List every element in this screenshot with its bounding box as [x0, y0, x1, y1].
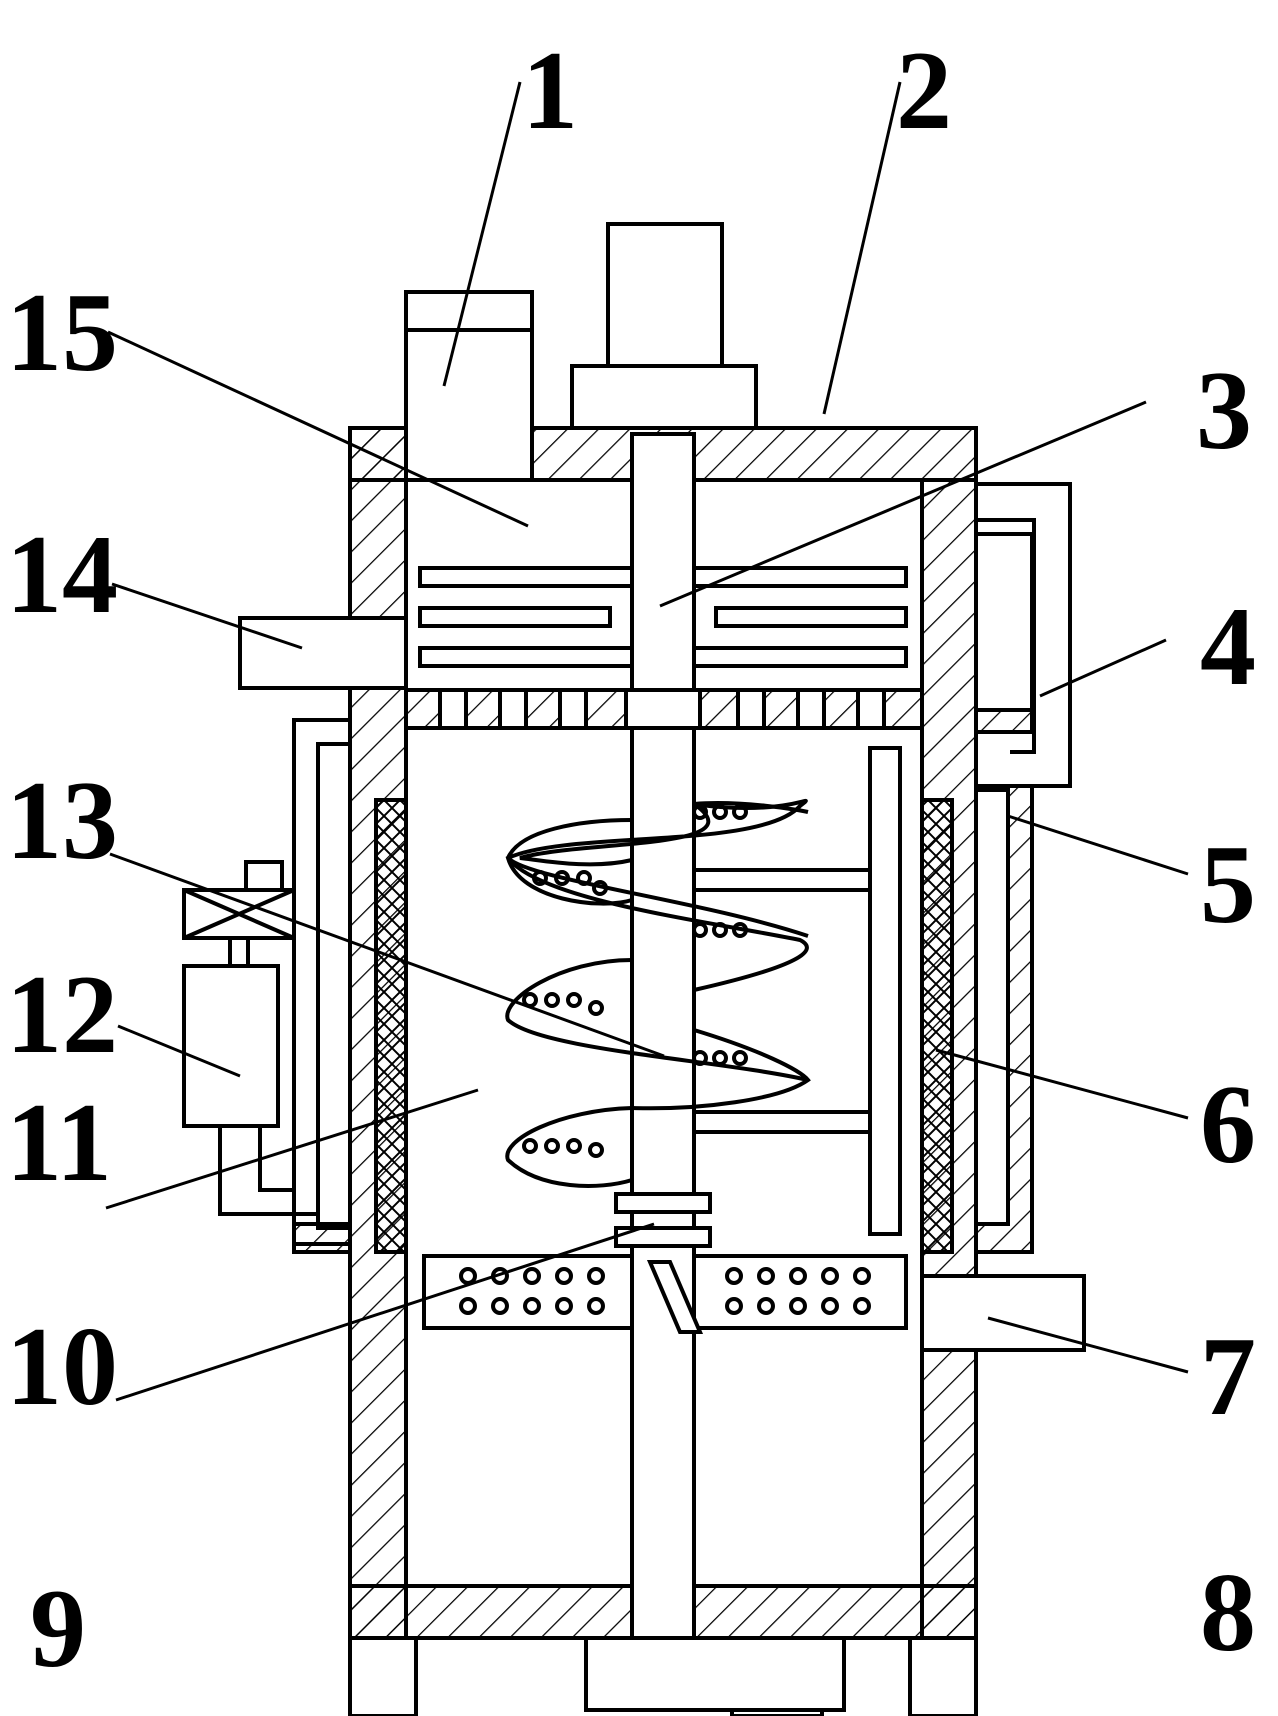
feed-pipe	[404, 290, 534, 482]
label-1: 1	[522, 29, 578, 153]
ribbon-holes	[522, 804, 748, 1158]
label-5: 5	[1200, 823, 1256, 947]
label-11: 11	[6, 1081, 112, 1205]
label-7: 7	[1200, 1315, 1256, 1439]
label-6: 6	[1200, 1063, 1256, 1187]
top-motor	[570, 222, 758, 430]
scraper-frame	[694, 746, 902, 1236]
circulation-pipe	[976, 482, 1072, 788]
label-13: 13	[6, 759, 118, 883]
upper-chamber-blades	[418, 566, 908, 668]
side-inlet-pipe	[238, 616, 408, 690]
label-2: 2	[896, 29, 952, 153]
support-legs	[348, 1636, 978, 1716]
label-4: 4	[1200, 585, 1256, 709]
label-3: 3	[1196, 349, 1252, 473]
central-shaft	[630, 432, 696, 1696]
left-jacket	[292, 718, 352, 1254]
bottom-perforated-plate	[422, 1254, 908, 1334]
left-insulation-layer	[374, 798, 408, 1254]
filter-screen-plate	[404, 688, 924, 730]
right-insulation-layer	[920, 798, 954, 1254]
label-12: 12	[6, 953, 118, 1077]
label-15: 15	[6, 271, 118, 395]
leader-lines	[105, 81, 1189, 1402]
label-9: 9	[30, 1567, 86, 1691]
label-10: 10	[6, 1305, 118, 1429]
circulation-pipe-inner	[976, 518, 1036, 754]
label-8: 8	[1200, 1551, 1256, 1675]
bottom-gearbox	[584, 1636, 846, 1716]
callout-labels: 1 2 3 4 5 6 7 8 9 10 11 12 13 14 15	[6, 29, 1256, 1691]
label-14: 14	[6, 513, 118, 637]
right-jacket	[974, 532, 1034, 1254]
